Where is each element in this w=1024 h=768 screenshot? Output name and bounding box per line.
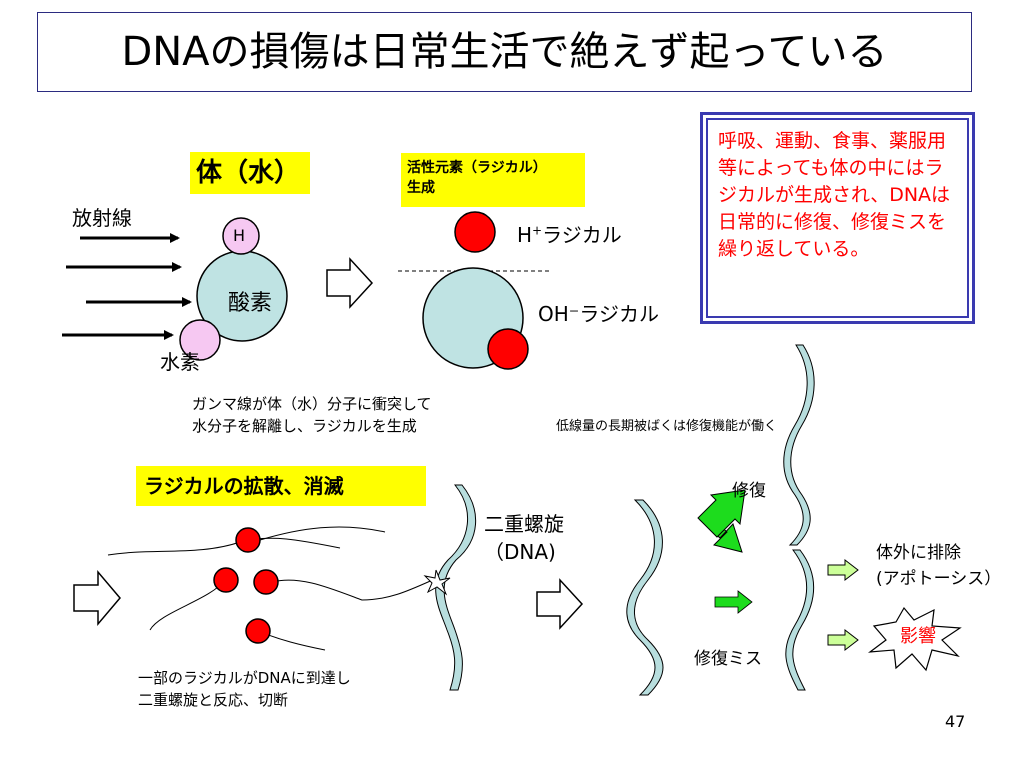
influence-label: 影響 (900, 626, 936, 647)
oh-radical-circle (487, 328, 529, 370)
dna-helix-target (435, 484, 476, 691)
hydrogen-label: 水素 (160, 350, 200, 374)
misrepair-arrow (714, 590, 753, 614)
h-radical-circle (454, 211, 496, 253)
excretion-line2: (アポトーシス） (876, 569, 1002, 589)
influence-burst-icon (867, 606, 962, 672)
active-oxygen-line1: 活性元素（ラジカル） (407, 160, 547, 176)
dna-break-star (423, 569, 451, 596)
repair-arrow-body (697, 489, 746, 538)
body-water-text: 体（水） (196, 158, 301, 188)
oh-radical-label: OH⁻ラジカル (538, 302, 659, 326)
gamma-line2: 水分子を解離し、ラジカルを生成 (192, 417, 417, 435)
note-text: 呼吸、運動、食事、薬服用等によっても体の中にはラジカルが生成され、DNAは日常的… (706, 118, 969, 318)
repair-label: 修復 (732, 481, 766, 501)
radical-diffusion-text: ラジカルの拡散、消滅 (144, 474, 344, 498)
page-number: 47 (945, 712, 966, 731)
reach-line2: 二重螺旋と反応、切断 (138, 691, 289, 709)
radiation-label: 放射線 (72, 206, 132, 230)
dna-helix-repaired (783, 344, 815, 546)
radical-dot-4 (245, 618, 271, 644)
note-box: 呼吸、運動、食事、薬服用等によっても体の中にはラジカルが生成され、DNAは日常的… (700, 112, 975, 324)
page-title: DNAの損傷は日常生活で絶えず起っている (121, 29, 888, 75)
dna-helix-misrepair (785, 549, 815, 691)
hydrogen-symbol: H (233, 226, 246, 245)
radical-dot-2 (213, 567, 239, 593)
radical-trail-1 (107, 537, 341, 556)
h-radical-suffix: ラジカル (542, 223, 622, 247)
title-box: DNAの損傷は日常生活で絶えず起っている (37, 12, 972, 92)
block-arrow-3 (536, 578, 584, 630)
block-arrow-1 (326, 257, 374, 309)
reach-line1: 一部のラジカルがDNAに到達し (138, 669, 351, 687)
influence-arrow (827, 628, 859, 652)
reach-description: 一部のラジカルがDNAに到達し 二重螺旋と反応、切断 (138, 667, 351, 711)
double-helix-line2: （DNA) (484, 540, 556, 564)
radical-trail-3 (271, 577, 438, 601)
double-helix-line1: 二重螺旋 (484, 512, 564, 536)
excretion-line1: 体外に排除 (876, 543, 961, 563)
body-water-label: 体（水） (190, 152, 310, 194)
excretion-label: 体外に排除 (アポトーシス） (876, 540, 1001, 592)
radical-diffusion-label: ラジカルの拡散、消滅 (136, 466, 426, 506)
radical-dot-3 (253, 569, 279, 595)
oxygen-label: 酸素 (228, 291, 273, 316)
active-oxygen-label: 活性元素（ラジカル） 生成 (401, 153, 585, 207)
excretion-arrow (827, 558, 859, 582)
hydrogen-atom-top (222, 217, 260, 255)
gamma-line1: ガンマ線が体（水）分子に衝突して (192, 395, 432, 413)
h-radical-sup: + (532, 223, 543, 238)
double-helix-label: 二重螺旋 （DNA) (484, 510, 564, 566)
radical-dot-1 (235, 527, 261, 553)
dna-helix-middle (626, 499, 664, 696)
repair-miss-label: 修復ミス (694, 649, 762, 669)
hydrogen-atom-bottom (179, 319, 221, 361)
active-oxygen-line2: 生成 (407, 180, 435, 196)
h-radical-base: H (517, 223, 533, 247)
block-arrow-2 (73, 569, 121, 627)
radical-trail-2 (259, 526, 386, 541)
low-dose-note: 低線量の長期被ばくは修復機能が働く (556, 419, 778, 434)
h-radical-label: H+ラジカル (517, 219, 622, 248)
gamma-description: ガンマ線が体（水）分子に衝突して 水分子を解離し、ラジカルを生成 (192, 393, 432, 437)
radical-trail-4 (149, 579, 226, 631)
